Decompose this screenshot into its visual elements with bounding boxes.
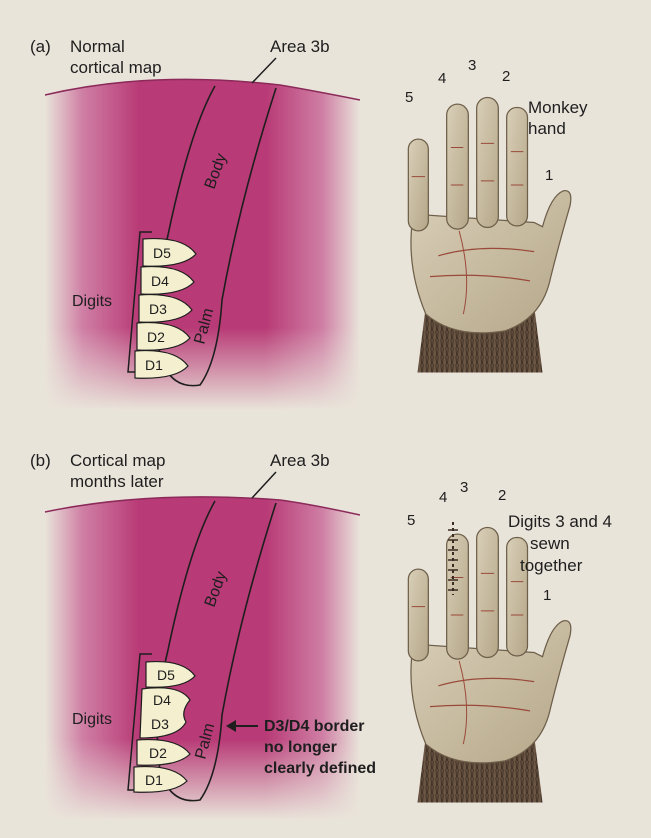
digit-label-d2-b: D2 bbox=[149, 745, 167, 761]
panel-a-title-2: cortical map bbox=[70, 58, 162, 77]
panel-a-letter: (a) bbox=[30, 37, 51, 56]
panel-a-area-label: Area 3b bbox=[270, 37, 330, 56]
hand-caption-b-1: Digits 3 and 4 bbox=[508, 512, 612, 531]
panel-b-digits-label: Digits bbox=[72, 711, 112, 728]
finger-number-1-b: 1 bbox=[543, 587, 551, 604]
hand-caption-a-1: Monkey bbox=[528, 98, 588, 117]
digit-label-d2: D2 bbox=[147, 329, 165, 345]
hand-caption-b-2: sewn bbox=[530, 534, 570, 553]
area-b-pointer bbox=[252, 472, 276, 498]
finger-number-4-b: 4 bbox=[439, 489, 447, 506]
digit-label-d4: D4 bbox=[151, 273, 169, 289]
finger-number-1-a: 1 bbox=[545, 167, 553, 184]
border-note-2: no longer bbox=[264, 739, 337, 756]
finger-number-5-b: 5 bbox=[407, 512, 415, 529]
panel-a: (a) Normal cortical map Area 3b Body Pal… bbox=[30, 37, 588, 410]
border-note-1: D3/D4 border bbox=[264, 718, 364, 735]
digit-label-d4-b: D4 bbox=[153, 692, 171, 708]
finger-number-2-a: 2 bbox=[502, 68, 510, 85]
border-note-3: clearly defined bbox=[264, 760, 376, 777]
hand-caption-b-3: together bbox=[520, 556, 583, 575]
panel-b-title-1: Cortical map bbox=[70, 451, 165, 470]
digit-label-d3-b: D3 bbox=[151, 716, 169, 732]
panel-b-letter: (b) bbox=[30, 451, 51, 470]
finger-number-5-a: 5 bbox=[405, 89, 413, 106]
digit-label-d1: D1 bbox=[145, 357, 163, 373]
digit-label-d5-b: D5 bbox=[157, 667, 175, 683]
finger-number-2-b: 2 bbox=[498, 487, 506, 504]
digit-label-d5: D5 bbox=[153, 245, 171, 261]
cortex-slab-a bbox=[45, 79, 360, 410]
digit-label-d1-b: D1 bbox=[145, 772, 163, 788]
monkey-hand-a-illustration bbox=[408, 98, 571, 373]
hand-caption-a-2: hand bbox=[528, 119, 566, 138]
finger-number-3-b: 3 bbox=[460, 479, 468, 496]
finger-number-3-a: 3 bbox=[468, 57, 476, 74]
panel-b-area-label: Area 3b bbox=[270, 451, 330, 470]
panel-a-digits-label: Digits bbox=[72, 293, 112, 310]
panel-a-title-1: Normal bbox=[70, 37, 125, 56]
panel-b-title-2: months later bbox=[70, 472, 164, 491]
panel-b: (b) Cortical map months later Area 3b Bo… bbox=[30, 451, 612, 820]
finger-number-4-a: 4 bbox=[438, 70, 446, 87]
digit-label-d3: D3 bbox=[149, 301, 167, 317]
area-a-pointer bbox=[252, 58, 276, 83]
